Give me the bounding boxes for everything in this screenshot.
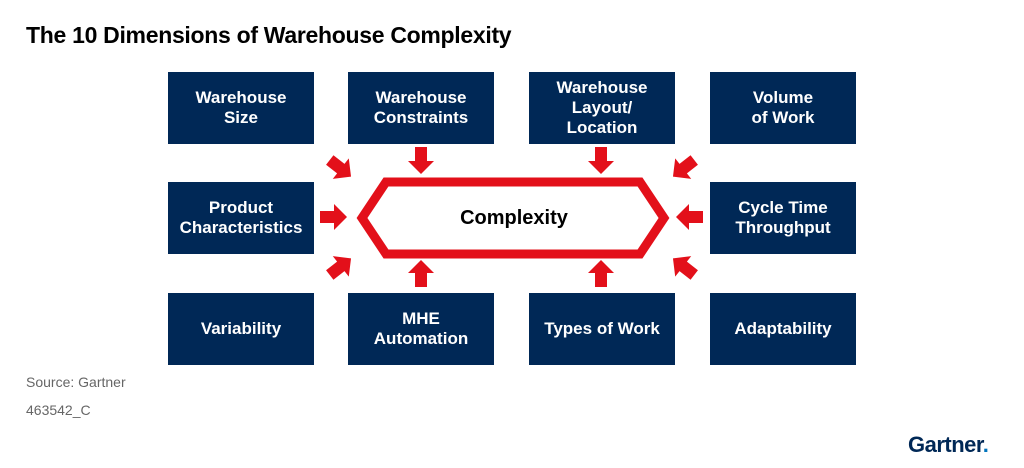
complexity-hexagon: [356, 177, 670, 259]
arrow-from-adaptability: [664, 248, 703, 286]
box-adaptability: Adaptability: [710, 293, 856, 365]
box-types-of-work: Types of Work: [529, 293, 675, 365]
box-warehouse-constraints: Warehouse Constraints: [348, 72, 494, 144]
arrow-from-warehouse-constraints: [408, 147, 434, 174]
source-note: Source: Gartner: [26, 374, 126, 390]
arrow-from-types-of-work: [588, 260, 614, 287]
box-volume-of-work: Volume of Work: [710, 72, 856, 144]
arrow-from-product-characteristics: [320, 204, 347, 230]
figure-code: 463542_C: [26, 402, 91, 418]
arrow-from-warehouse-size: [321, 149, 360, 187]
box-mhe-automation: MHE Automation: [348, 293, 494, 365]
gartner-logo-dot: .: [982, 432, 989, 457]
box-variability: Variability: [168, 293, 314, 365]
box-warehouse-layout: Warehouse Layout/ Location: [529, 72, 675, 144]
complexity-label: Complexity: [460, 206, 568, 229]
arrow-from-volume-of-work: [664, 149, 703, 187]
arrow-from-variability: [321, 248, 360, 286]
arrow-from-cycle-time: [676, 204, 703, 230]
box-warehouse-size: Warehouse Size: [168, 72, 314, 144]
diagram-title: The 10 Dimensions of Warehouse Complexit…: [26, 22, 512, 48]
arrow-from-mhe-automation: [408, 260, 434, 287]
gartner-logo-text: Gartner: [908, 432, 983, 457]
gartner-logo: Gartner.: [908, 432, 989, 458]
box-cycle-time: Cycle Time Throughput: [710, 182, 856, 254]
box-product-characteristics: Product Characteristics: [168, 182, 314, 254]
arrow-from-warehouse-layout: [588, 147, 614, 174]
